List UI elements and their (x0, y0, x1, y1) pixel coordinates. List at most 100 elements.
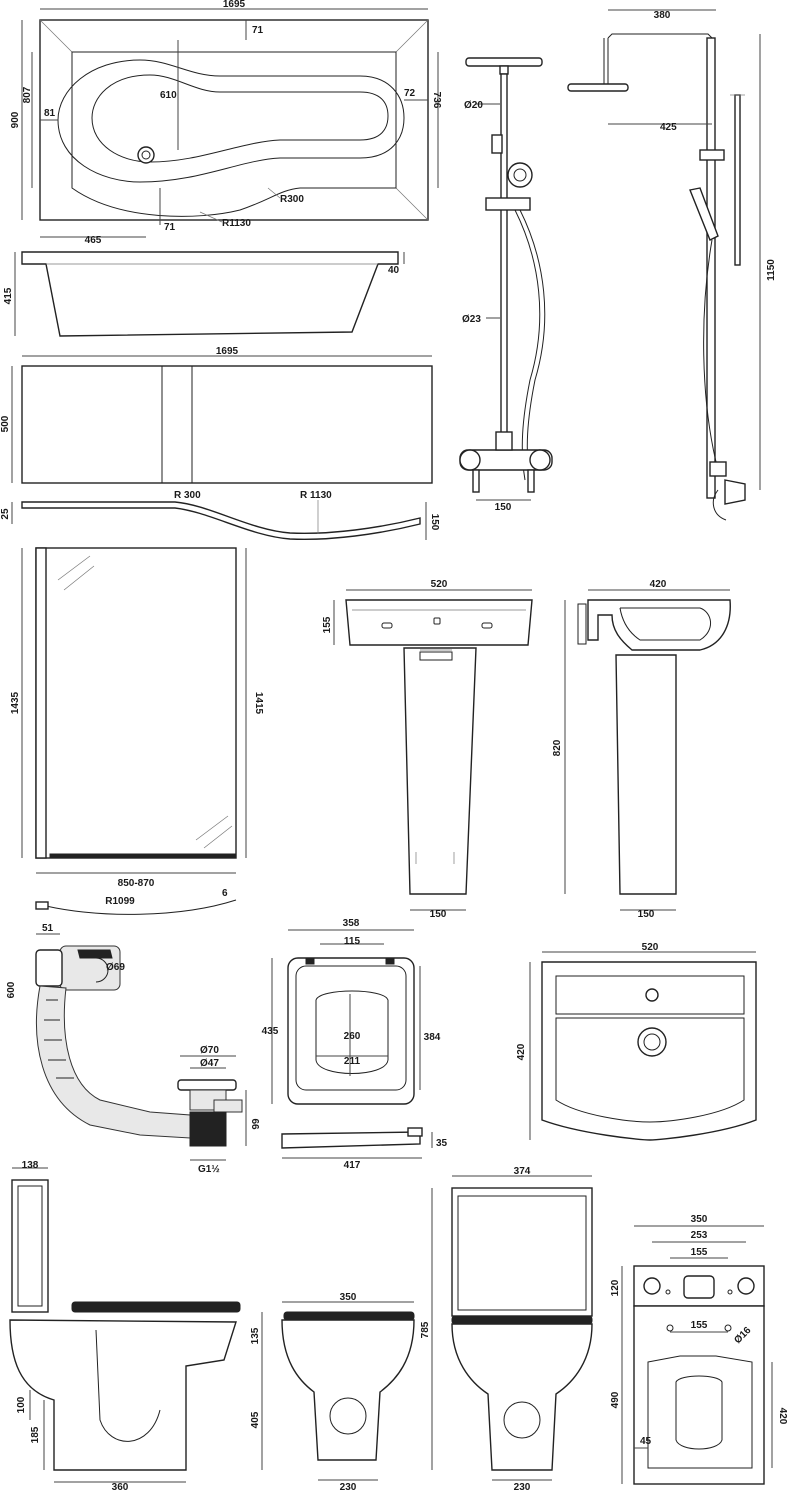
shower-handset-front-icon (507, 162, 533, 188)
wc-cistern-base-width-label: 230 (514, 1482, 531, 1493)
bath-height-label: 415 (3, 287, 14, 304)
waste-trap-height-label: 66 (249, 1118, 260, 1130)
wc-plan-offset-label: 45 (640, 1436, 652, 1447)
basin-tap-hole-icon (645, 988, 659, 1002)
bath-inner-length-label: 610 (160, 90, 177, 101)
bath-length-label: 1695 (223, 0, 246, 10)
waste-plug-top (177, 1079, 237, 1091)
basin-side-view: 420 820 150 (552, 579, 731, 920)
bath-width-end-label: 736 (431, 92, 442, 109)
bath-rim-inner (71, 51, 397, 217)
seat-side-profile (281, 1131, 421, 1149)
wc-cistern-height-label: 785 (420, 1321, 431, 1338)
bath-width-total-label: 900 (10, 111, 21, 128)
shower-valve-knob-right-icon (529, 449, 551, 471)
shower-valve-knob-left-icon (459, 449, 481, 471)
wc-front-pan-outline (281, 1319, 415, 1461)
panel-radius-large-label: R 1130 (300, 490, 332, 501)
shower-side-view: 380 425 1150 (567, 9, 777, 521)
wc-plan-pan-length-label: 490 (610, 1391, 621, 1408)
wc-plan-bolt-centres-label: 155 (691, 1320, 708, 1331)
basin-front-pedestal (403, 647, 477, 895)
shower-front-view: Ø20 Ø23 150 (459, 57, 553, 513)
waste-thread-label: G1½ (198, 1164, 220, 1175)
bath-plan-view: 1695 71 610 81 72 900 807 736 71 465 R11… (10, 0, 442, 246)
basin-top-width-label: 520 (642, 942, 659, 953)
panel-depth-curve-label: 150 (429, 514, 440, 531)
wc-outlet-height-label: 185 (30, 1426, 41, 1443)
waste-thread-section (189, 1111, 227, 1147)
bath-waste-offset-label: 465 (85, 235, 102, 246)
shower-height-label: 1150 (766, 259, 777, 281)
bath-radius-small-label: R300 (280, 194, 304, 205)
basin-side-bowl (587, 599, 731, 651)
shower-bar-diameter-label: Ø23 (462, 314, 481, 325)
basin-total-height-label: 820 (552, 739, 563, 756)
panel-plan-curve (21, 501, 421, 541)
bath-end-gap-label: 71 (252, 25, 264, 36)
wc-pan-height-label: 405 (250, 1411, 261, 1428)
toilet-seat-view: 358 115 435 384 260 211 417 35 (262, 918, 448, 1171)
basin-top-depth-label: 420 (516, 1043, 527, 1060)
screen-radius-label: R1099 (105, 896, 135, 907)
basin-waste-icon (637, 1027, 667, 1057)
bath-rim-label: 40 (388, 265, 400, 276)
shower-head-front (465, 57, 543, 67)
basin-front-bowl-height-label: 155 (322, 616, 333, 633)
shower-handset-side (689, 187, 719, 241)
screen-thickness-label: 6 (222, 888, 228, 899)
screen-plan-hinge (35, 901, 49, 910)
screen-hinge-profile (35, 547, 47, 859)
bath-side-left-label: 81 (44, 108, 56, 119)
basin-side-pedestal-width-label: 150 (638, 909, 655, 920)
screen-height-outer-label: 1435 (10, 691, 21, 714)
shower-arm-length-label: 380 (654, 10, 671, 21)
shower-riser-front (500, 73, 508, 437)
waste-flexi-pipe (36, 985, 191, 1139)
screen-height-inner-label: 1415 (253, 692, 264, 715)
basin-top-bowl (555, 1017, 745, 1123)
seat-thickness-label: 35 (436, 1138, 448, 1149)
wc-cistern-width-label: 374 (514, 1166, 531, 1177)
bath-panel-outline (21, 365, 433, 484)
seat-opening-width-label: 211 (344, 1056, 361, 1067)
wc-plan-seat (647, 1355, 753, 1469)
bath-screen-view: 1435 1415 850-870 R1099 6 (10, 547, 264, 915)
shower-riser-side (706, 37, 716, 499)
screen-seal-strip (49, 853, 237, 859)
waste-plug-diameter-label: Ø70 (200, 1045, 219, 1056)
shower-centres-label: 150 (495, 502, 512, 513)
screen-glass-outline (35, 547, 237, 859)
seat-opening (315, 990, 389, 1074)
waste-height-label: 600 (6, 981, 17, 998)
bath-plan-outline (39, 19, 429, 221)
bath-side-right-label: 72 (404, 88, 416, 99)
seat-hinge-centres-label: 115 (344, 936, 361, 947)
basin-side-pedestal (615, 654, 677, 895)
basin-front-bowl (345, 599, 533, 646)
wc-pan-width-label: 350 (340, 1292, 357, 1303)
basin-side-depth-label: 420 (650, 579, 667, 590)
bath-side-outline (21, 251, 399, 337)
wc-front-pan-view: 350 135 405 230 (250, 1292, 415, 1493)
wc-plan-seat-length-label: 420 (777, 1408, 788, 1425)
seat-length-inner-label: 384 (424, 1032, 441, 1043)
bath-waste-outlet-icon (137, 146, 155, 164)
wc-plan-button-left-icon (643, 1277, 661, 1295)
wc-projection-label: 360 (112, 1482, 129, 1493)
wc-seat-side (71, 1301, 241, 1313)
wc-side-view: 138 100 185 360 (9, 1160, 241, 1493)
wc-cistern-seat (451, 1315, 593, 1325)
wc-pan-base-width-label: 230 (340, 1482, 357, 1493)
basin-top-view: 520 420 (516, 942, 757, 1141)
wc-front-seat (283, 1311, 415, 1321)
wc-plan-width-label: 350 (691, 1214, 708, 1225)
bath-waste-view: 51 600 Ø69 Ø70 Ø47 66 G1½ (6, 923, 260, 1175)
wc-cistern-depth-label: 138 (22, 1160, 39, 1171)
waste-inner-diameter-label: Ø47 (200, 1058, 219, 1069)
wc-pan-side (9, 1319, 237, 1471)
shower-valve-side (724, 479, 746, 505)
wc-cistern-front (451, 1187, 593, 1317)
bath-panel-view: 1695 500 25 150 R 300 R 1130 (0, 346, 440, 541)
